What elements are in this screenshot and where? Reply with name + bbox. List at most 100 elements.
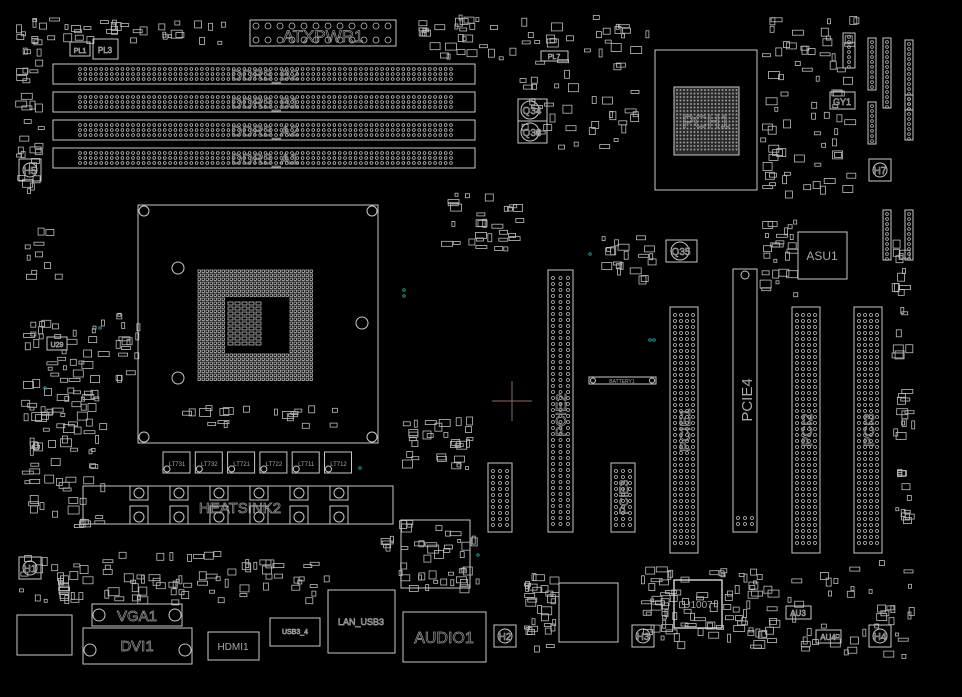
slot-pci2[interactable]: PCI2 xyxy=(791,306,821,554)
land xyxy=(269,281,273,285)
smd-pad xyxy=(895,329,902,338)
pin xyxy=(263,72,268,76)
smd-pad xyxy=(768,153,779,161)
pin xyxy=(673,427,677,431)
chip-u29[interactable]: U29 xyxy=(46,336,68,351)
ball xyxy=(679,124,682,126)
inductor-lt711[interactable]: LT711 xyxy=(291,451,320,474)
slot-pcie3[interactable]: PCIE3 xyxy=(610,462,636,533)
chip-au3[interactable]: AU3 xyxy=(785,605,812,620)
pin xyxy=(438,67,443,71)
header-left-small[interactable] xyxy=(487,462,513,533)
ball xyxy=(714,117,717,119)
inductor-lt731[interactable]: LT731 xyxy=(162,451,191,474)
ddr-slot-b2[interactable]: DDR3_B2 xyxy=(52,63,476,85)
connector-hdmi1[interactable]: HDMI1 xyxy=(207,631,260,661)
smd-pad xyxy=(748,581,759,590)
smd-pad xyxy=(723,604,732,610)
connector-dvi1[interactable]: DVI1 xyxy=(82,627,193,665)
heatsink2[interactable]: HEATSINK2 xyxy=(82,485,394,525)
connector-usb3-4[interactable]: USB3_4 xyxy=(269,617,321,647)
inductor-pl1[interactable]: PL1 xyxy=(69,41,91,57)
connector-audio1[interactable]: AUDIO1 xyxy=(402,611,487,663)
slot-pcie4[interactable]: PCIE4 xyxy=(732,268,758,533)
smd-pad xyxy=(785,251,790,261)
slot-pcie2[interactable]: PCIE2 xyxy=(547,269,574,533)
pin xyxy=(869,313,873,317)
pin xyxy=(679,487,683,491)
connector-vga1[interactable]: VGA1 xyxy=(91,603,183,627)
smd-pad xyxy=(844,119,857,126)
transistor-q38[interactable]: Q38 xyxy=(517,120,548,144)
inductor-lt722[interactable]: LT722 xyxy=(259,451,288,474)
pin xyxy=(449,156,453,160)
pin xyxy=(300,161,305,165)
pin xyxy=(385,105,390,109)
smd-pad xyxy=(198,571,207,581)
slot-pcie1[interactable]: PCIE1 xyxy=(669,306,699,554)
audio-codec-area[interactable] xyxy=(400,519,471,589)
slot-pci3[interactable]: PCI3 xyxy=(853,306,883,554)
pin xyxy=(427,161,432,165)
battery-holder[interactable]: BATTERY1 xyxy=(588,376,657,385)
smd-pad xyxy=(58,585,70,595)
inductor-lt712[interactable]: LT712 xyxy=(324,451,352,474)
pin xyxy=(863,397,867,401)
smd-pad xyxy=(135,332,140,341)
super-io-area[interactable] xyxy=(558,582,619,643)
chip-au4[interactable]: AU4 xyxy=(815,629,842,644)
smd-pad xyxy=(81,360,94,369)
inductor-pl3[interactable]: PL3 xyxy=(92,38,119,60)
smd-pad xyxy=(547,594,556,604)
inductor-lt721[interactable]: LT721 xyxy=(227,451,256,474)
cpu-socket[interactable] xyxy=(137,204,379,444)
transistor-q34[interactable]: Q34 xyxy=(517,98,548,122)
pin xyxy=(691,457,695,461)
ddr-slot-a1[interactable]: DDR3_A1 xyxy=(52,147,476,169)
connector-ps2[interactable] xyxy=(16,614,73,656)
land xyxy=(241,331,248,336)
land xyxy=(265,361,269,365)
ddr-slot-b1[interactable]: DDR3_B1 xyxy=(52,91,476,113)
pin xyxy=(801,445,805,449)
ball xyxy=(728,92,731,95)
chip-asu1[interactable]: ASU1 xyxy=(797,231,848,280)
land xyxy=(249,353,253,357)
atx-power-connector[interactable]: ATXPWR1 xyxy=(249,19,397,47)
pin xyxy=(163,72,167,76)
pin xyxy=(869,469,873,473)
smd-pad xyxy=(778,74,784,81)
pin xyxy=(115,77,119,81)
smd-pad xyxy=(217,40,223,45)
smd-pad xyxy=(183,582,193,588)
ball xyxy=(697,141,699,144)
land xyxy=(255,311,262,316)
connector-lan-usb3[interactable]: LAN_USB3 xyxy=(327,589,396,654)
land xyxy=(209,373,213,377)
pin xyxy=(551,408,555,412)
pin xyxy=(628,517,632,521)
ddr-slot-a2[interactable]: DDR3_A2 xyxy=(52,119,476,141)
pin xyxy=(412,72,416,76)
pin xyxy=(449,133,453,137)
ball xyxy=(697,103,699,105)
pin xyxy=(83,123,88,127)
chip-u1007[interactable]: U1007 xyxy=(673,579,723,629)
pin xyxy=(115,156,119,160)
pin xyxy=(685,535,689,539)
pin xyxy=(178,67,183,71)
pin xyxy=(316,128,321,132)
pch-chip[interactable]: PCH1 xyxy=(654,49,758,191)
pin xyxy=(449,67,453,71)
inductor-pl7[interactable]: PL7 xyxy=(540,50,569,62)
pin xyxy=(401,161,406,165)
land xyxy=(277,293,281,297)
pin xyxy=(327,123,331,127)
crystal-gy1[interactable]: GY1 xyxy=(829,91,856,110)
inductor-lt732[interactable]: LT732 xyxy=(194,451,223,474)
transistor-q35[interactable]: Q35 xyxy=(665,239,698,263)
smd-pad xyxy=(273,408,278,416)
land xyxy=(301,277,305,281)
pin xyxy=(327,161,331,165)
